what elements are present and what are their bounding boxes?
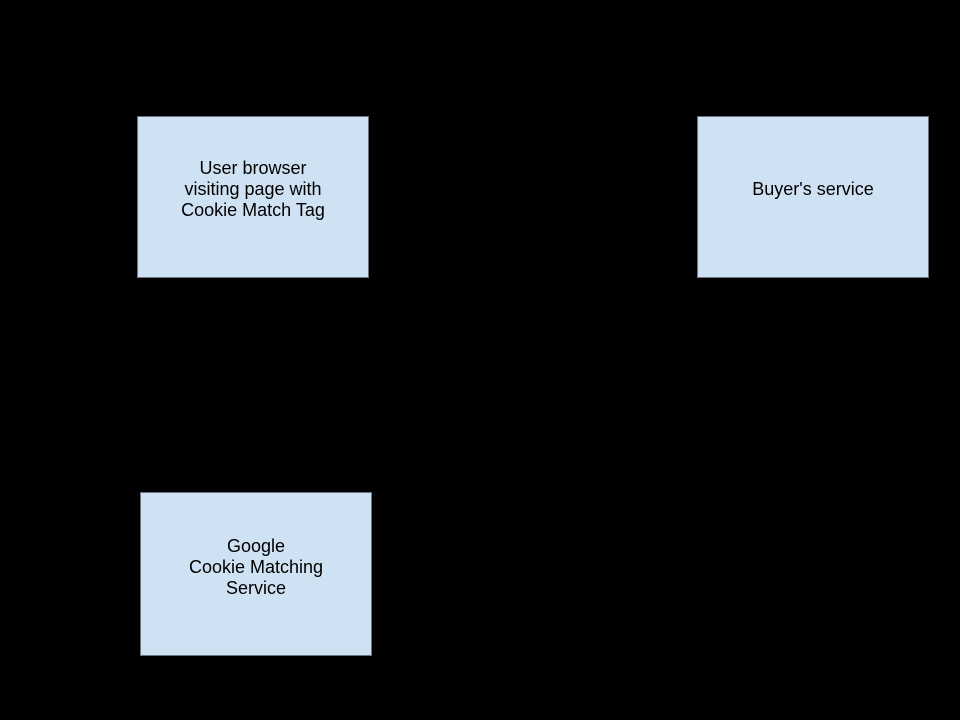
node-user-browser: User browser visiting page with Cookie M… xyxy=(137,116,369,278)
node-label-line: Google xyxy=(226,535,286,556)
node-label-line: Cookie Match Tag xyxy=(181,199,325,220)
node-label-line: visiting page with xyxy=(184,178,322,199)
node-google-cookie-matching-service: Google Cookie Matching Service xyxy=(140,492,372,656)
node-label-line: User browser xyxy=(199,157,307,178)
node-label-line: Service xyxy=(225,577,287,598)
node-label-line: Buyer's service xyxy=(752,178,874,199)
node-buyers-service: Buyer's service xyxy=(697,116,929,278)
node-label-line: Cookie Matching xyxy=(188,556,324,577)
